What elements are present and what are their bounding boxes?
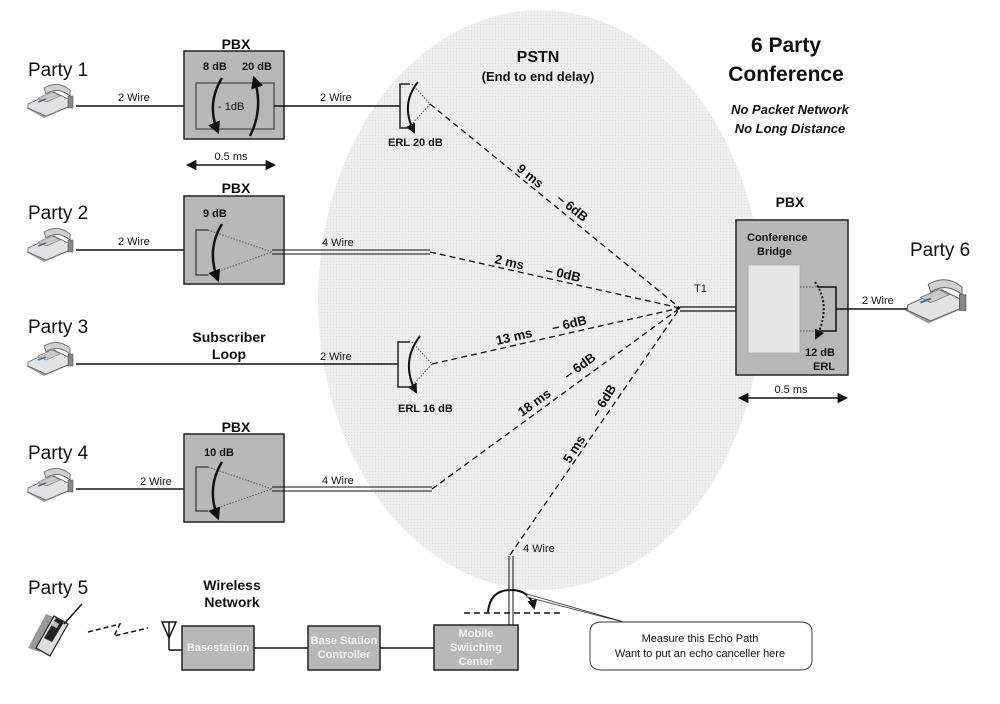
- party-3-label: Party 3: [28, 317, 88, 338]
- link-party-4: [431, 307, 681, 490]
- desk-phone-icon: [25, 227, 74, 263]
- desk-phone-icon: [903, 278, 967, 325]
- pbx-1-center-db: - 1dB: [218, 101, 244, 113]
- basestation-box: [181, 625, 255, 671]
- party-5-label: Party 5: [28, 578, 88, 599]
- party-1-label: Party 1: [28, 60, 88, 81]
- msc-label-line2: Switching: [450, 642, 502, 654]
- wireless-title-line1: Wireless: [203, 577, 261, 593]
- bridge-label-line1: Conference: [747, 232, 808, 244]
- msc-wire-label: 4 Wire: [523, 543, 555, 555]
- pbx-6-erl: ERL: [813, 361, 835, 373]
- base-station-controller-box: [307, 625, 381, 671]
- party-6-wire-label: 2 Wire: [862, 295, 894, 307]
- echo-return-arrow-icon: [407, 335, 421, 394]
- antenna-icon: [160, 621, 182, 651]
- basestation-label: Basestation: [187, 642, 250, 654]
- link-party-1: [429, 103, 681, 309]
- desk-phone-icon: [25, 83, 74, 119]
- pbx-1-delay: 0.5 ms: [214, 151, 248, 163]
- pbx-2-label: PBX: [222, 180, 251, 196]
- party-6-label: Party 6: [910, 240, 970, 261]
- pstn-sublabel: (End to end delay): [482, 69, 595, 84]
- bsc-label-line1: Base Station: [311, 635, 378, 647]
- title-line2: Conference: [728, 63, 844, 86]
- party-2-label: Party 2: [28, 203, 88, 224]
- subscriber-loop-line1: Subscriber: [192, 329, 266, 345]
- pbx-6-label: PBX: [776, 194, 805, 210]
- pbx-1-box: [183, 50, 285, 140]
- pstn-label: PSTN: [517, 49, 560, 66]
- radio-link: [87, 622, 149, 638]
- echo-path-arrow-icon: [487, 588, 538, 613]
- mobile-switching-center-box: [433, 624, 519, 671]
- conference-bridge: [747, 264, 801, 354]
- desk-phone-icon: [25, 341, 74, 377]
- desk-phone-icon: [25, 467, 74, 503]
- pbx-4-label: PBX: [222, 419, 251, 435]
- msc-label-line1: Mobile: [459, 628, 494, 640]
- pbx-4-out-wire-label: 4 Wire: [322, 475, 354, 487]
- link-2-delay: 2 ms: [493, 251, 525, 272]
- pbx-2-box: [183, 195, 285, 285]
- callout-line1: Measure this Echo Path: [642, 633, 759, 645]
- t1-label: T1: [694, 283, 707, 295]
- pbx-1-out-wire-label: 2 Wire: [320, 92, 352, 104]
- link-party-2: [429, 251, 681, 309]
- bridge-label-line2: Bridge: [757, 246, 792, 258]
- echo-return-arrow-icon: [405, 81, 419, 134]
- party-1-wire-label: 2 Wire: [118, 92, 150, 104]
- callout-line2: Want to put an echo canceller here: [615, 648, 785, 660]
- title-line1: 6 Party: [751, 34, 821, 57]
- link-party-3: [431, 307, 681, 365]
- wireless-title-line2: Network: [204, 594, 259, 610]
- erl-20-label: ERL 20 dB: [388, 137, 443, 149]
- party-3-wire-label: 2 Wire: [320, 351, 352, 363]
- pbx-1-label: PBX: [222, 36, 251, 52]
- party-4-wire-label: 2 Wire: [140, 476, 172, 488]
- pstn-cloud: [318, 10, 762, 590]
- pbx-2-db: 9 dB: [203, 208, 227, 220]
- party-4-label: Party 4: [28, 443, 89, 464]
- bsc-label-line2: Controller: [318, 649, 371, 661]
- msc-label-line3: Center: [459, 656, 495, 668]
- pbx-2-out-wire-label: 4 Wire: [322, 237, 354, 249]
- party-2-wire-label: 2 Wire: [118, 236, 150, 248]
- subscriber-loop-line2: Loop: [212, 346, 246, 362]
- pbx-1-left-db: 8 dB: [203, 61, 227, 73]
- pbx-1-right-db: 20 dB: [242, 61, 272, 73]
- pbx-6-delay: 0.5 ms: [774, 384, 808, 396]
- subtitle-no-long-distance: No Long Distance: [735, 121, 846, 136]
- erl-16-label: ERL 16 dB: [398, 403, 453, 415]
- mobile-phone-icon: [28, 603, 83, 657]
- pbx-6-erl-db: 12 dB: [805, 347, 835, 359]
- pbx-4-db: 10 dB: [204, 447, 234, 459]
- pbx-4-box: [183, 433, 285, 523]
- callout: [526, 593, 813, 671]
- subtitle-no-packet: No Packet Network: [731, 102, 850, 117]
